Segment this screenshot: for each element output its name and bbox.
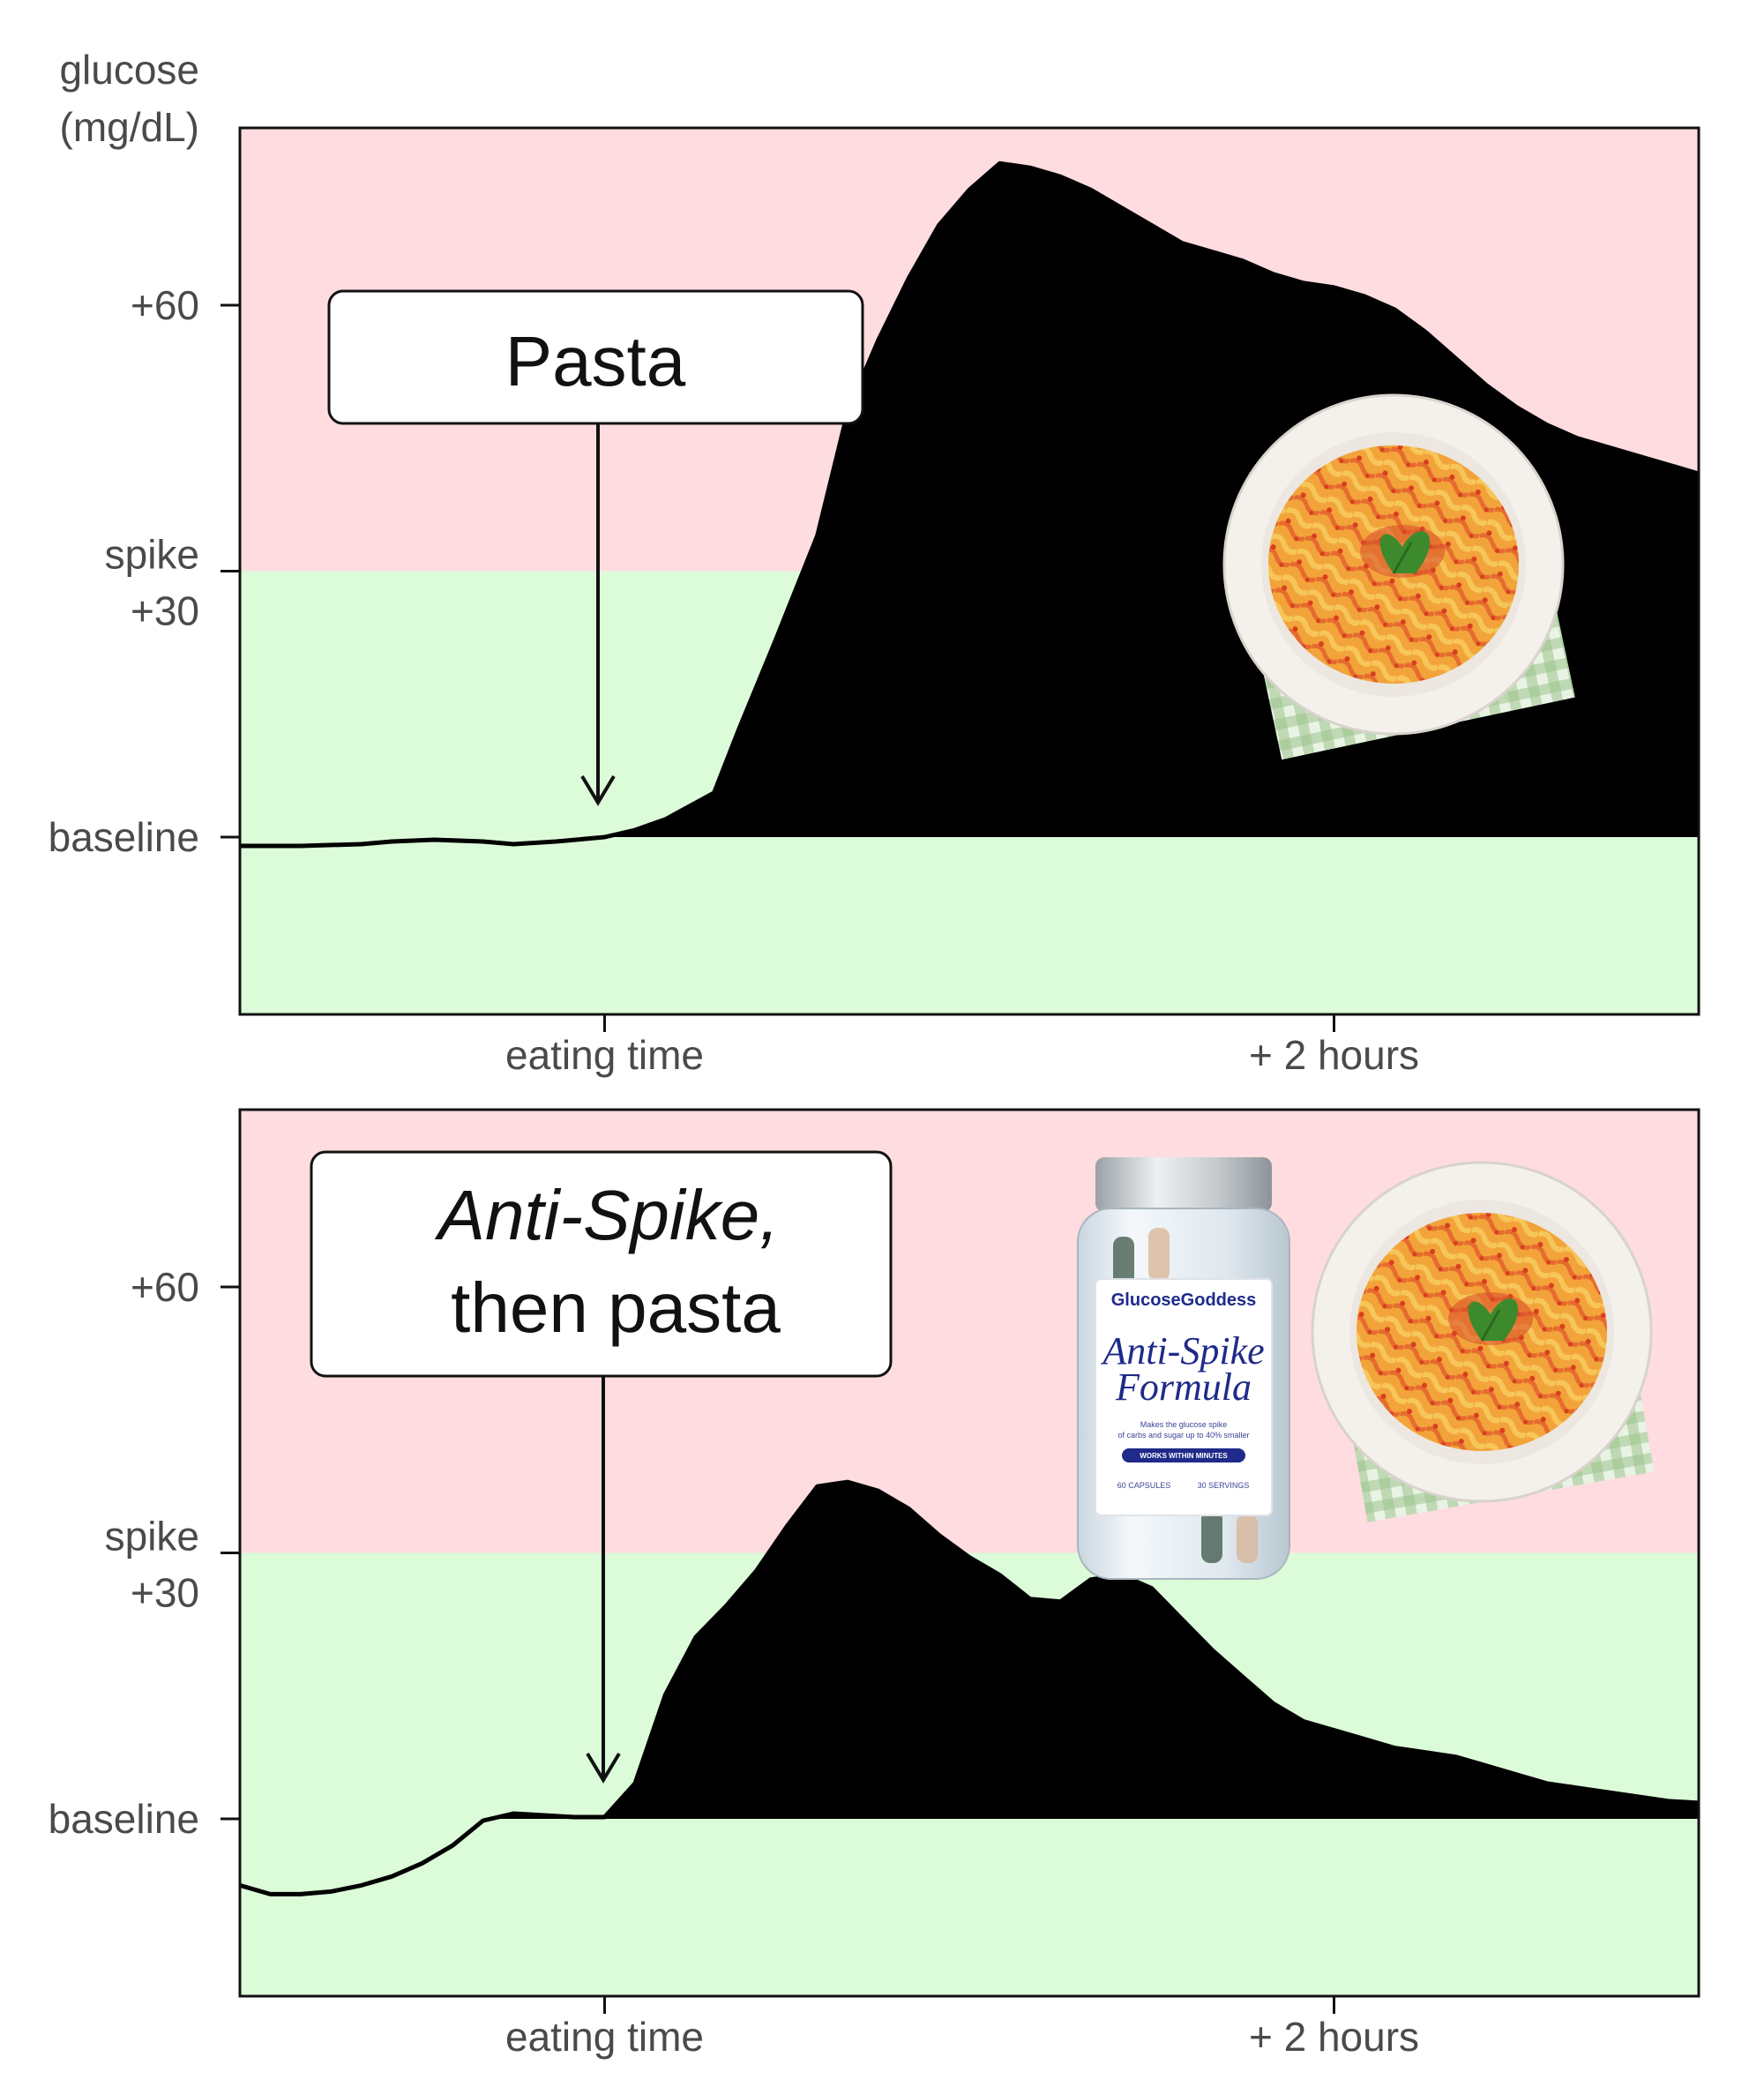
y-tick-label: +30	[131, 1570, 199, 1616]
y-tick-label: baseline	[49, 1796, 199, 1842]
bottle-brand: GlucoseGoddess	[1111, 1290, 1257, 1310]
y-tick-label: +60	[131, 1264, 199, 1310]
x-tick-label: eating time	[505, 1032, 704, 1078]
bottle-title-line-2: Formula	[1115, 1365, 1252, 1409]
y-tick-label: +60	[131, 282, 199, 328]
callout-label: Pasta	[505, 322, 686, 400]
pasta-plate-image	[1311, 1161, 1655, 1522]
glucose-curve-area	[240, 1482, 1699, 1819]
y-axis-title-line-2: (mg/dL)	[60, 104, 199, 150]
y-tick-label: baseline	[49, 814, 199, 860]
x-tick-label: + 2 hours	[1249, 1032, 1419, 1078]
bottle-badge: WORKS WITHIN MINUTES	[1140, 1452, 1228, 1460]
chart-pasta: Pasta baseline spike +30 +60 eating time + 2…	[49, 126, 1700, 1078]
bottle-title-line-1: Anti-Spike	[1100, 1329, 1264, 1373]
bottle-subtitle-line-2: of carbs and sugar up to 40% smaller	[1117, 1431, 1249, 1440]
bottle-servings: 30 SERVINGS	[1198, 1481, 1250, 1490]
y-tick-label: spike	[105, 1514, 199, 1560]
pasta-plate-image	[1222, 393, 1575, 760]
x-tick-label: eating time	[505, 2014, 704, 2060]
y-axis-title-line-1: glucose	[59, 47, 199, 93]
y-tick-label: spike	[105, 532, 199, 578]
bottle-subtitle-line-1: Makes the glucose spike	[1140, 1420, 1228, 1429]
y-tick-label: +30	[131, 588, 199, 634]
pasta-callout: Pasta	[327, 289, 864, 806]
callout-label-line-2: then pasta	[451, 1268, 781, 1347]
anti-spike-callout: Anti-Spike, then pasta	[310, 1150, 893, 1784]
x-tick-label: + 2 hours	[1249, 2014, 1419, 2060]
callout-label-line-1: Anti-Spike,	[435, 1176, 780, 1254]
bottle-capsules: 60 CAPSULES	[1117, 1481, 1171, 1490]
glucose-curve-line	[239, 1479, 1700, 1896]
chart-anti-spike-then-pasta: GlucoseGoddess Anti-Spike Formula Makes …	[49, 1108, 1700, 2060]
glucose-curve-line	[240, 161, 1700, 849]
anti-spike-bottle-image: GlucoseGoddess Anti-Spike Formula Makes …	[1077, 1157, 1290, 1580]
